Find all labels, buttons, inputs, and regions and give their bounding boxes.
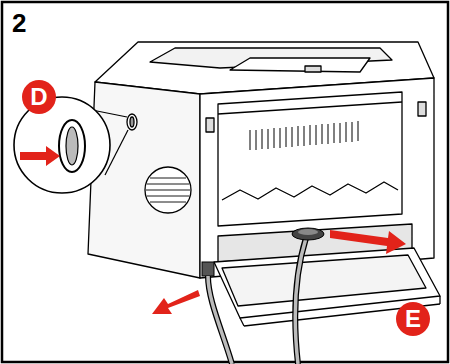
step-number: 2	[12, 10, 26, 36]
callout-letter: D	[22, 80, 56, 114]
power-cord	[152, 262, 232, 364]
printer-body	[88, 42, 440, 326]
callout-letter: E	[396, 302, 430, 336]
parallel-cable	[292, 228, 406, 364]
